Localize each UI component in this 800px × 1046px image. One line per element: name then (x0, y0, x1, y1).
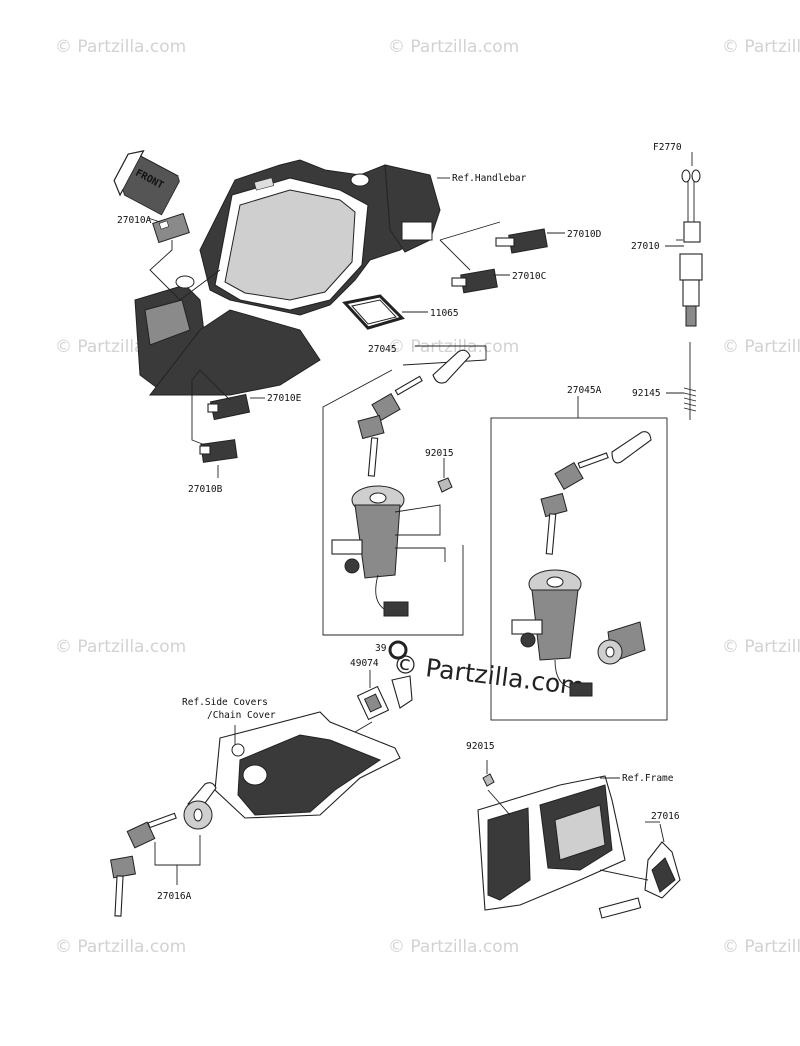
ignition-switch-set-27045A (490, 396, 668, 721)
watermark: © Partzilla.com (722, 37, 800, 57)
watermark: © Partzilla.com (388, 337, 519, 357)
part-label-39: 39 (375, 643, 387, 654)
part-label-92015-bottom: 92015 (466, 741, 495, 752)
part-label-27010: 27010 (631, 241, 660, 252)
watermark: © Partzilla.com (55, 637, 186, 657)
ignition-switch-set-27045 (322, 345, 487, 636)
switch-27010D (495, 228, 548, 254)
switch-27010E (207, 393, 251, 421)
lock-set-27016A (110, 782, 217, 917)
grommet-11065 (342, 294, 405, 330)
switch-27010A (152, 212, 190, 244)
diagram-code: F2770 (653, 142, 682, 153)
part-label-27045A: 27045A (567, 385, 602, 396)
part-label-27010E: 27010E (267, 393, 302, 404)
watermark: © Partzilla.com (55, 37, 186, 57)
watermark: © Partzilla.com (388, 937, 519, 957)
frame-bracket (477, 760, 642, 919)
part-label-27016A: 27016A (157, 891, 192, 902)
part-label-27010B: 27010B (188, 484, 223, 495)
labels: Ref.Handlebar 27010A 27010D 27010C 11065… (117, 173, 680, 902)
ref-handlebar-label: Ref.Handlebar (452, 173, 527, 184)
front-cowl (134, 159, 441, 396)
part-label-92015-top: 92015 (425, 448, 454, 459)
part-label-27016: 27016 (651, 811, 680, 822)
switch-27010B (199, 439, 238, 463)
ref-frame-label: Ref.Frame (622, 773, 674, 784)
part-label-27045: 27045 (368, 344, 397, 355)
leader-lines (147, 152, 693, 823)
seat-lock-parts (354, 640, 413, 733)
lock-27016 (599, 823, 681, 899)
ref-chain-cover-label: /Chain Cover (207, 710, 276, 721)
watermark: © Partzilla.com (388, 37, 519, 57)
watermark: © Partzilla.com (722, 337, 800, 357)
part-label-27010A: 27010A (117, 215, 152, 226)
watermark: © Partzilla.com (722, 937, 800, 957)
side-cover (214, 711, 401, 819)
front-arrow-icon (113, 150, 180, 216)
part-label-92145: 92145 (632, 388, 661, 399)
watermark: © Partzilla.com (722, 637, 800, 657)
ref-side-covers-label: Ref.Side Covers (182, 697, 268, 708)
switch-27010-assembly (679, 169, 703, 420)
part-label-27010C: 27010C (512, 271, 546, 282)
part-label-27010D: 27010D (567, 229, 602, 240)
switch-27010C (451, 268, 498, 294)
watermark: © Partzilla.com (55, 937, 186, 957)
part-label-49074: 49074 (350, 658, 379, 669)
part-label-11065: 11065 (430, 308, 459, 319)
